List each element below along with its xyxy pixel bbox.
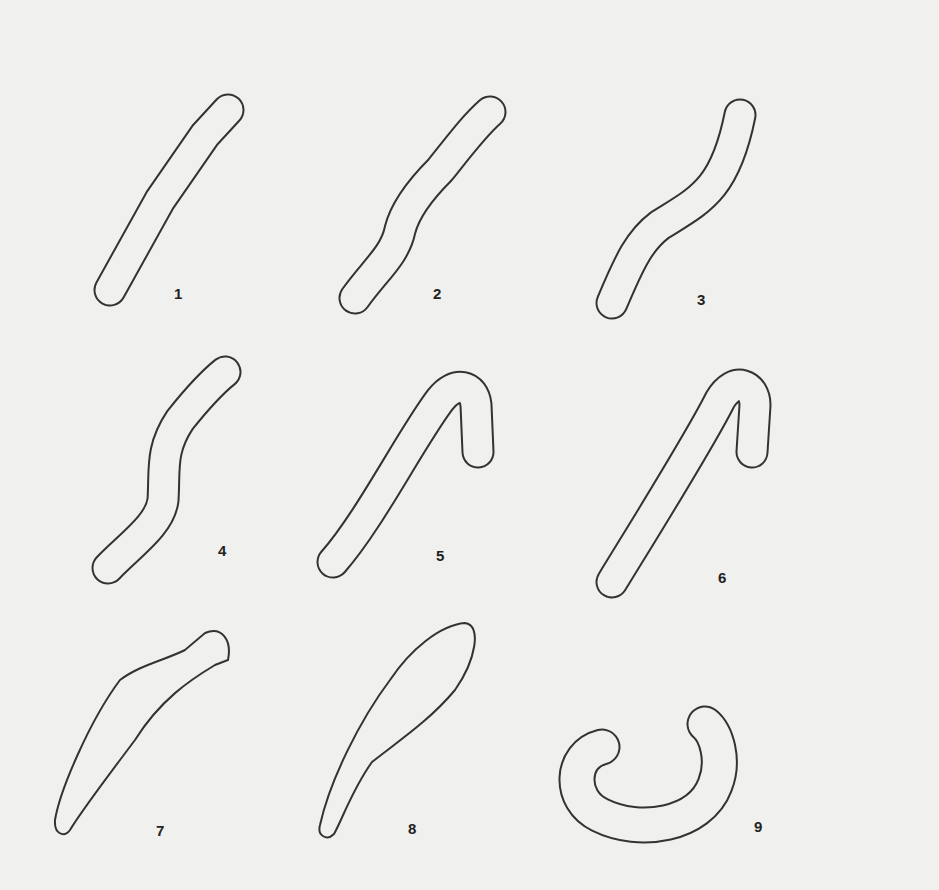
shape-2 <box>355 112 490 298</box>
tube-shapes <box>108 110 755 825</box>
callout-number: 3 <box>697 292 705 307</box>
callout-number: 1 <box>174 286 182 301</box>
callout-number: 9 <box>754 819 762 834</box>
shape-5 <box>333 387 478 562</box>
callout-number: 6 <box>718 570 726 585</box>
callout-number: 5 <box>436 548 444 563</box>
callout-number: 7 <box>156 823 164 838</box>
shape-1 <box>110 110 228 290</box>
callout-number: 2 <box>433 286 441 301</box>
shape-8 <box>319 623 474 837</box>
shape-3 <box>612 115 740 303</box>
shape-6 <box>612 385 755 582</box>
shape-7 <box>55 631 229 834</box>
callout-number: 4 <box>218 543 226 558</box>
callout-number: 8 <box>408 821 416 836</box>
shape-4 <box>108 372 225 568</box>
shape-9 <box>577 724 719 825</box>
